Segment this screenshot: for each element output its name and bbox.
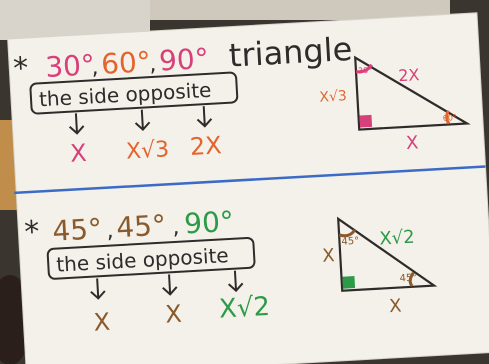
bottom-angle-3: 90° xyxy=(183,205,234,241)
bottom-figure-angle-right: 45° xyxy=(399,273,417,285)
top-figure-short-leg: X xyxy=(406,132,419,154)
top-triangle-figure: 2X X√3 X xyxy=(319,55,471,154)
bottom-comma-1: , xyxy=(106,218,114,243)
bottom-label-box xyxy=(46,236,256,280)
bottom-figure-angle-top: 45° xyxy=(341,236,359,248)
top-side-1: X xyxy=(69,139,87,168)
bottom-side-3: X√2 xyxy=(218,292,271,325)
top-angle-arc-30 xyxy=(355,63,373,74)
top-arrow-3 xyxy=(196,106,213,128)
bottom-angle-arc-top xyxy=(338,229,357,238)
bottom-arrow-2 xyxy=(162,274,178,296)
bottom-figure-bottom-leg: X xyxy=(389,295,402,317)
bottom-arrow-1 xyxy=(90,278,106,300)
bottom-arrows xyxy=(90,270,244,300)
asterisk-bottom: * xyxy=(24,215,41,251)
bottom-angle-arc-right xyxy=(408,271,415,287)
top-arrow-2 xyxy=(134,109,151,132)
top-triangle xyxy=(354,55,471,131)
asterisk-top: * xyxy=(12,51,29,87)
top-figure-hyp: 2X xyxy=(398,65,420,85)
top-label-box xyxy=(29,71,239,115)
paper-sheet xyxy=(7,12,489,364)
background-board-top xyxy=(150,0,450,20)
paper-edge xyxy=(7,12,489,364)
top-side-3: 2X xyxy=(189,131,222,161)
bottom-comma-2: , xyxy=(172,215,180,240)
top-right-angle xyxy=(359,114,373,128)
top-figure-angle-top: 30° xyxy=(358,66,373,76)
bottom-figure-hyp: X√2 xyxy=(379,227,415,250)
bottom-right-angle xyxy=(342,276,356,289)
bottom-angle-1: 45° xyxy=(52,212,103,248)
top-angle-1: 30° xyxy=(44,48,95,84)
top-comma-2: , xyxy=(149,52,157,77)
top-arrows xyxy=(68,106,213,135)
top-angle-3: 90° xyxy=(158,42,209,78)
paper-group: * 30° , 60° , 90° triangle the side oppo… xyxy=(7,12,489,364)
bottom-figure-left-leg: X xyxy=(322,245,335,267)
bottom-arrow-3 xyxy=(228,270,244,293)
bottom-triangle-figure: X X√2 X 45° 45° xyxy=(322,216,438,317)
bottom-side-2: X xyxy=(164,300,182,329)
bottom-angle-2: 45° xyxy=(115,209,166,245)
top-angle-arc-60 xyxy=(445,109,451,125)
top-comma-1: , xyxy=(91,55,99,80)
top-figure-long-leg: X√3 xyxy=(319,88,347,106)
bottom-side-1: X xyxy=(93,308,111,337)
top-arrow-1 xyxy=(68,113,85,135)
bottom-triangle xyxy=(336,216,438,292)
top-word-triangle: triangle xyxy=(228,30,353,75)
top-side-2: X√3 xyxy=(125,137,169,164)
top-angle-2: 60° xyxy=(100,45,151,81)
top-figure-angle-right: 60° xyxy=(443,113,458,123)
blue-divider-line xyxy=(14,165,486,195)
